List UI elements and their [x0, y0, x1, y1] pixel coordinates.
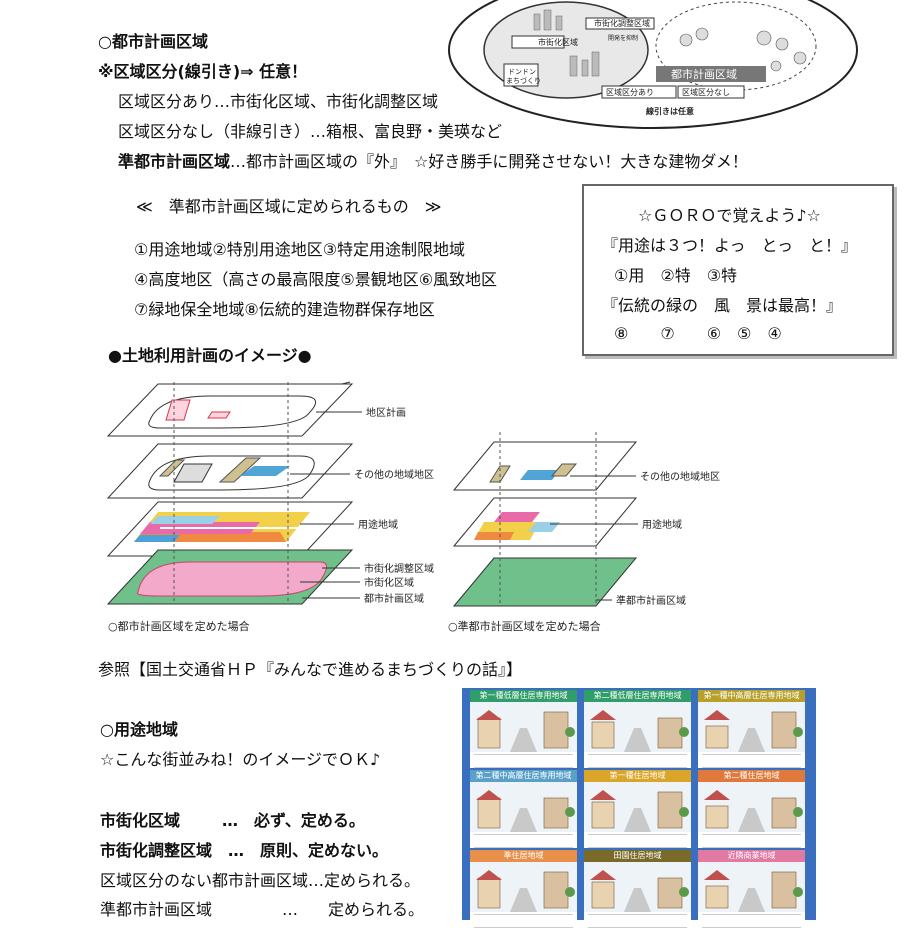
- left-label: 市街化区域: [364, 576, 414, 589]
- zone-card-illustration: [470, 782, 577, 832]
- goro-line-3: 『伝統の緑の 風 景は最高！』: [602, 296, 843, 315]
- zone-card-illustration: [584, 862, 691, 912]
- kubun-nashi-line: 区域区分なし（非線引き）…箱根、富良野・美瑛など: [118, 122, 503, 141]
- zone-card-illustration: [698, 862, 805, 912]
- zone-card-caption: [588, 914, 687, 928]
- zone-card-illustration: [698, 702, 805, 752]
- row-jun-toshi: 準都市計画区域 … 定められる。: [100, 900, 424, 920]
- row-non-kubun: 区域区分のない都市計画区域…定められる。: [100, 871, 420, 891]
- jun-toshikeikaku-line: 準都市計画区域…都市計画区域の『外』 ☆好き勝手に開発させない！大きな建物ダメ！: [118, 152, 748, 172]
- zone-card-title: 第二種中高層住居専用地域: [470, 770, 577, 782]
- label-kubun-ari: 区域区分あり: [606, 87, 654, 97]
- goro-mnemonic-box: ☆ＧＯＲＯで覚えよう♪☆ 『用途は３つ！よっ とっ と！』 ①用 ②特 ③特 『…: [582, 184, 894, 356]
- zone-card-title: 第一種低層住居専用地域: [470, 690, 577, 702]
- zone-card-caption: [702, 914, 801, 928]
- right-label: その他の地域地区: [640, 470, 720, 483]
- row-label: 区域区分のない都市計画区域…定められる。: [100, 871, 421, 890]
- list-item: ①用途地域②特別用途地区③特定用途制限地域: [134, 240, 466, 259]
- zone-card-title: 第一種中高層住居専用地域: [698, 690, 805, 702]
- zone-card: 第一種住居地域: [584, 770, 691, 848]
- label-toshikeikaku: 都市計画区域: [671, 67, 737, 81]
- zone-card-title: 第二種住居地域: [698, 770, 805, 782]
- label-machidukuri: まちづくり: [506, 76, 541, 85]
- list-item: ⑦緑地保全地域⑧伝統的建造物群保存地区: [134, 300, 435, 319]
- zone-card-illustration: [584, 702, 691, 752]
- zone-card-caption: [702, 754, 801, 768]
- zone-card-caption: [474, 914, 573, 928]
- city-planning-oval-diagram: 市街化区域 市街化調整区域 開発を抑制 ドンドン まちづくり 都市計画区域 区域…: [446, 0, 860, 132]
- section-heading-toshikeikaku: ○都市計画区域: [98, 32, 208, 51]
- left-caption: ○都市計画区域を定めた場合: [108, 619, 250, 633]
- row-label: 市街化区域: [100, 811, 181, 830]
- zone-card-title: 田園住居地域: [584, 850, 691, 862]
- zone-card-caption: [702, 834, 801, 848]
- goro-line-2: ①用 ②特 ③特: [614, 266, 738, 285]
- zone-card: 第一種低層住居専用地域: [470, 690, 577, 768]
- list-header: ≪ 準都市計画区域に定められるもの ≫: [136, 197, 442, 216]
- row-shigaika: 市街化区域 … 必ず、定める。: [100, 811, 365, 831]
- zone-card-illustration: [698, 782, 805, 832]
- zone-card: 近隣商業地域: [698, 850, 805, 928]
- zone-card-title: 準住居地域: [470, 850, 577, 862]
- row-value: 必ず、定める。: [254, 811, 365, 830]
- land-use-title: ●土地利用計画のイメージ●: [108, 346, 312, 365]
- left-label: 地区計画: [366, 406, 406, 419]
- land-use-layer-diagram: 地区計画 その他の地域地区 用途地域 市街化調整区域 市街化区域 都市計画区域 …: [100, 372, 860, 642]
- zone-card-illustration: [470, 702, 577, 752]
- zone-card-caption: [474, 754, 573, 768]
- label-chosei: 市街化調整区域: [594, 18, 650, 28]
- zone-card-illustration: [470, 862, 577, 912]
- goro-line-4: ⑧ ⑦ ⑥ ⑤ ④: [614, 324, 782, 343]
- zone-card: 田園住居地域: [584, 850, 691, 928]
- zone-card-title: 第一種住居地域: [584, 770, 691, 782]
- row-value: 定められる。: [328, 900, 425, 919]
- left-label: その他の地域地区: [354, 468, 434, 481]
- label-senbiki: 線引きは任意: [646, 106, 694, 116]
- row-sep: …: [282, 900, 299, 919]
- row-value: 原則、定めない。: [260, 841, 389, 860]
- kubun-senbiki-line: ※区域区分(線引き)⇒ 任意！: [98, 62, 308, 81]
- zone-card: 第二種低層住居専用地域: [584, 690, 691, 768]
- row-label: 準都市計画区域: [100, 900, 213, 919]
- zone-card-caption: [588, 834, 687, 848]
- zone-cards-panel: 第一種低層住居専用地域第二種低層住居専用地域第一種中高層住居専用地域第二種中高層…: [462, 688, 816, 928]
- zone-card-caption: [474, 834, 573, 848]
- right-label: 準都市計画区域: [616, 594, 686, 607]
- right-label: 用途地域: [642, 518, 682, 531]
- label-dondon: ドンドン: [508, 68, 536, 76]
- reference-line: 参照【国土交通省ＨＰ『みんなで進めるまちづくりの話』】: [98, 660, 523, 679]
- row-sep: …: [222, 811, 239, 830]
- left-label: 都市計画区域: [364, 592, 424, 605]
- row-chosei: 市街化調整区域 … 原則、定めない。: [100, 841, 388, 861]
- youto-heading: ○用途地域: [100, 720, 178, 739]
- zone-card-caption: [588, 754, 687, 768]
- zone-card: 準住居地域: [470, 850, 577, 928]
- zone-card-title: 近隣商業地域: [698, 850, 805, 862]
- left-label: 市街化調整区域: [364, 562, 434, 575]
- row-label: 市街化調整区域: [100, 841, 213, 860]
- jun-toshikeikaku-desc: …都市計画区域の『外』 ☆好き勝手に開発させない！大きな建物ダメ！: [230, 152, 748, 171]
- kubun-ari-line: 区域区分あり…市街化区域、市街化調整区域: [118, 92, 439, 111]
- zone-card: 第一種中高層住居専用地域: [698, 690, 805, 768]
- left-label: 用途地域: [358, 518, 398, 531]
- label-shigaika: 市街化区域: [538, 37, 578, 47]
- label-kubun-nashi: 区域区分なし: [682, 87, 730, 97]
- zone-card-illustration: [584, 782, 691, 832]
- goro-line-1: 『用途は３つ！よっ とっ と！』: [602, 236, 858, 255]
- zone-card: 第二種住居地域: [698, 770, 805, 848]
- zone-card-title: 第二種低層住居専用地域: [584, 690, 691, 702]
- row-sep: …: [228, 841, 245, 860]
- youto-note: ☆こんな街並みね！のイメージでＯＫ♪: [100, 750, 381, 769]
- label-chosei-sub: 開発を抑制: [608, 34, 638, 42]
- jun-toshikeikaku-term: 準都市計画区域: [118, 152, 231, 171]
- goro-title: ☆ＧＯＲＯで覚えよう♪☆: [638, 206, 821, 225]
- list-item: ④高度地区（高さの最高限度⑤景観地区⑥風致地区: [134, 270, 498, 289]
- zone-card: 第二種中高層住居専用地域: [470, 770, 577, 848]
- right-caption: ○準都市計画区域を定めた場合: [448, 619, 601, 633]
